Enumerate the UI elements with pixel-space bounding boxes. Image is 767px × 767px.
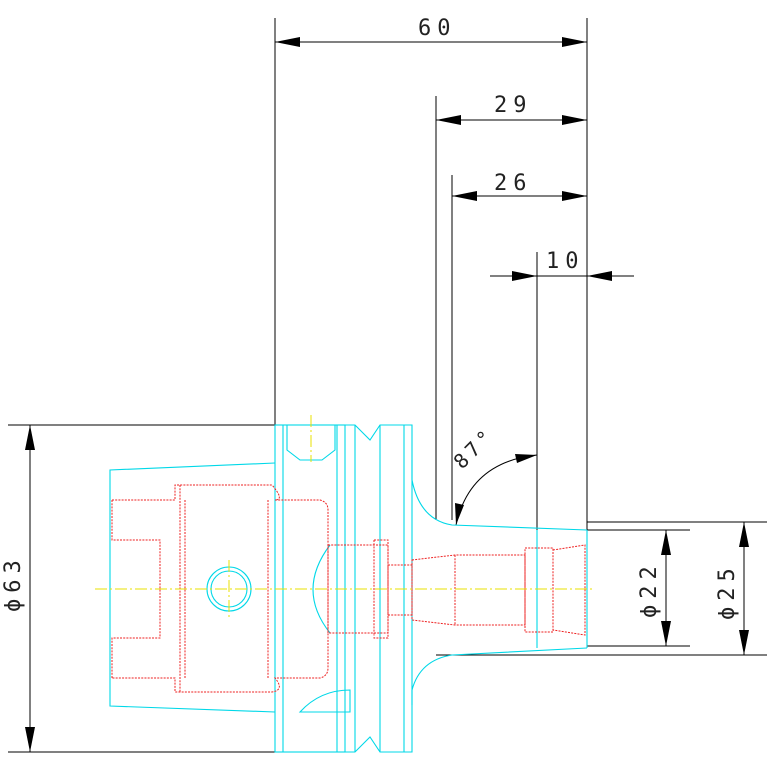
dim-label-29: 29: [494, 93, 533, 118]
dim-label-diameter-22: ϕ22: [637, 560, 662, 618]
dim-label-60: 60: [418, 16, 457, 41]
dimension-diameter-25: ϕ25: [436, 521, 767, 656]
dimension-diameter-22: ϕ22: [587, 529, 690, 647]
dim-label-diameter-63: ϕ63: [1, 554, 26, 612]
dimension-diameter-63: ϕ63: [1, 424, 275, 753]
angle-dimension-87: 87°: [449, 423, 538, 526]
dimension-60: 60: [274, 16, 588, 530]
dimension-26: 26: [451, 171, 587, 520]
dim-label-diameter-25: ϕ25: [715, 562, 740, 620]
dimension-10: 10: [490, 249, 634, 530]
dim-label-87: 87°: [449, 423, 500, 474]
dimension-29: 29: [435, 93, 587, 520]
centerlines: [95, 415, 595, 620]
dim-label-10: 10: [546, 249, 585, 274]
dim-label-26: 26: [494, 171, 533, 196]
